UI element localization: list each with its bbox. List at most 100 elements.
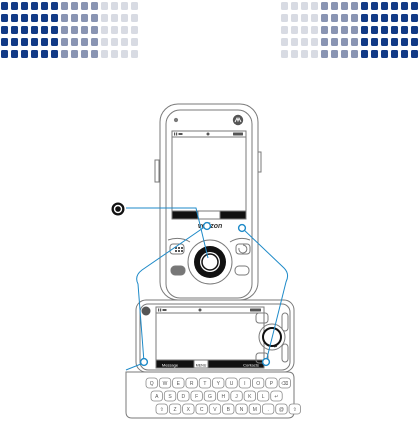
pattern-square: [91, 26, 98, 34]
keyboard-key[interactable]: [275, 403, 288, 415]
pattern-square: [361, 26, 368, 34]
pattern-square: [31, 38, 38, 46]
callout-endpoints: [139, 221, 271, 367]
keyboard-key-label: Z: [174, 407, 177, 413]
keyboard-key[interactable]: [261, 403, 275, 415]
pattern-square: [411, 14, 418, 22]
pattern-square: [131, 14, 138, 22]
keyboard-key[interactable]: [256, 390, 270, 402]
pattern-square: [71, 26, 78, 34]
keyboard-key-label: T: [203, 381, 206, 387]
pattern-square: [381, 50, 388, 58]
pattern-square: [341, 38, 348, 46]
send-key[interactable]: [170, 265, 186, 276]
pattern-square: [101, 14, 108, 22]
pattern-square: [81, 38, 88, 46]
keyboard-key[interactable]: [235, 403, 248, 415]
pattern-square: [41, 2, 48, 10]
pattern-square: [381, 26, 388, 34]
pattern-square: [341, 14, 348, 22]
pattern-square: [71, 38, 78, 46]
keyboard-key-label: K: [248, 394, 252, 400]
keyboard-key[interactable]: [278, 377, 291, 389]
pattern-square: [301, 50, 308, 58]
end-key[interactable]: [234, 265, 250, 276]
keyboard-key[interactable]: [168, 403, 182, 415]
keyboard-key-label: M: [253, 407, 257, 413]
pattern-square: [371, 50, 378, 58]
pattern-square: [121, 26, 128, 34]
slider-nav-ring[interactable]: [258, 323, 286, 351]
keyboard-key[interactable]: [177, 390, 190, 402]
keyboard-key[interactable]: [270, 390, 283, 402]
nav-key-icon[interactable]: [187, 239, 233, 285]
slider-softkey-right-label: Contacts: [243, 363, 259, 368]
pattern-square: [291, 14, 298, 22]
keyboard-key[interactable]: [288, 403, 301, 415]
pattern-square: [91, 14, 98, 22]
pattern-square: [1, 50, 8, 58]
keyboard-key[interactable]: [203, 390, 217, 402]
keyboard-key[interactable]: [243, 390, 257, 402]
pattern-square: [391, 14, 398, 22]
pattern-square: [21, 2, 28, 10]
pattern-square: [41, 38, 48, 46]
keyboard-key[interactable]: [158, 377, 172, 389]
pattern-square: [41, 50, 48, 58]
slider-grid-key[interactable]: [255, 352, 269, 364]
keyboard-key[interactable]: [225, 377, 238, 389]
pattern-square: [351, 2, 358, 10]
pattern-square: [61, 14, 68, 22]
keyboard-key[interactable]: [185, 377, 198, 389]
keyboard-key[interactable]: [172, 377, 185, 389]
pattern-square: [1, 2, 8, 10]
pattern-square: [301, 38, 308, 46]
keyboard-key-label: J: [235, 394, 238, 400]
pattern-square: [51, 14, 58, 22]
pattern-square: [131, 38, 138, 46]
keyboard-key[interactable]: [150, 390, 163, 402]
pattern-square: [31, 50, 38, 58]
keyboard-key[interactable]: [217, 390, 230, 402]
pattern-square: [131, 2, 138, 10]
pattern-square: [331, 14, 338, 22]
pattern-square: [21, 50, 28, 58]
front-left-key[interactable]: [169, 243, 185, 255]
keyboard-key[interactable]: [222, 403, 235, 415]
keyboard-key[interactable]: [230, 390, 243, 402]
keyboard-key[interactable]: [198, 377, 212, 389]
slider-back-key[interactable]: [255, 312, 269, 324]
keyboard-key-label: ⇧: [293, 407, 297, 413]
keyboard-key[interactable]: [182, 403, 195, 415]
keyboard-key[interactable]: [251, 377, 265, 389]
pattern-square: [391, 50, 398, 58]
keyboard-key[interactable]: [163, 390, 177, 402]
pattern-square: [401, 26, 408, 34]
front-back-key[interactable]: [235, 243, 251, 255]
keyboard-key[interactable]: [248, 403, 262, 415]
keyboard-key-label: E: [177, 381, 181, 387]
keyboard-key[interactable]: [145, 377, 158, 389]
pattern-square: [61, 2, 68, 10]
pattern-square: [11, 14, 18, 22]
pattern-square: [371, 14, 378, 22]
pattern-square: [81, 50, 88, 58]
pattern-square: [101, 26, 108, 34]
keyboard-key-label: U: [230, 381, 234, 387]
pattern-square: [301, 2, 308, 10]
keyboard-key[interactable]: [265, 377, 278, 389]
keyboard-key[interactable]: [190, 390, 203, 402]
keyboard-key[interactable]: [238, 377, 252, 389]
keyboard-key[interactable]: [208, 403, 222, 415]
slider-softkey-center-label: MENU: [196, 364, 207, 368]
keyboard-key-label: D: [182, 394, 186, 400]
keyboard-key-label: ⇧: [160, 407, 164, 413]
keyboard-key-label: V: [213, 407, 217, 413]
keyboard-key[interactable]: [212, 377, 225, 389]
keyboard-key[interactable]: [155, 403, 168, 415]
pattern-square: [71, 2, 78, 10]
keyboard-key[interactable]: [195, 403, 208, 415]
slider-motorola-logo-icon: [141, 306, 151, 316]
pattern-square: [351, 38, 358, 46]
pattern-square: [31, 2, 38, 10]
